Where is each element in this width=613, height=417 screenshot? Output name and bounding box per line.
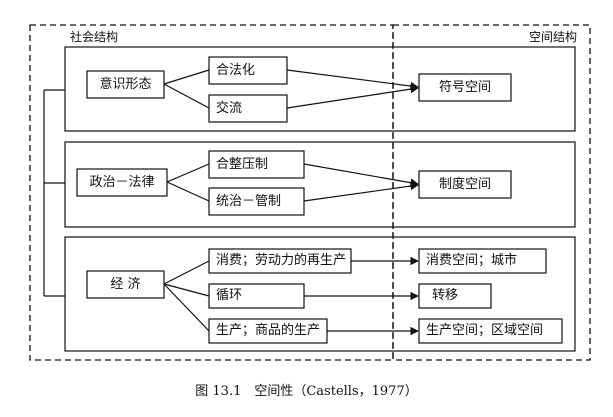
- transfer-label: 转移: [432, 288, 459, 303]
- legitimation-box: [208, 56, 288, 85]
- symbolic-space-box: [418, 73, 512, 102]
- integration-arrow: [303, 163, 419, 187]
- politics-panel: [64, 141, 576, 228]
- left-bracket: [43, 89, 65, 297]
- politics-box: [76, 168, 168, 197]
- politics-label: 政治－法律: [89, 175, 155, 190]
- consumption-space-box: [418, 248, 547, 274]
- economy-label: 经 济: [110, 277, 141, 292]
- level-connectors: [163, 69, 210, 332]
- circulation-label: 循环: [216, 288, 243, 303]
- production-box: [208, 318, 328, 344]
- symbolic-space-label: 符号空间: [438, 80, 491, 95]
- social-structure-region: [29, 24, 394, 361]
- figure-caption: 图 13.1 空间性（Castells，1977）: [195, 384, 418, 399]
- spatial-structure-region: [392, 24, 591, 361]
- legitimation-label: 合法化: [216, 63, 256, 78]
- domination-box: [208, 187, 305, 216]
- production-label: 生产；商品的生产: [216, 323, 321, 338]
- production-space-label: 生产空间；区域空间: [426, 323, 544, 338]
- production-space-box: [418, 318, 563, 344]
- integration-label: 合整压制: [216, 157, 269, 172]
- space-arrows: [286, 69, 419, 336]
- communication-label: 交流: [216, 101, 243, 116]
- integration-box: [208, 150, 305, 179]
- institutional-space-box: [418, 170, 512, 199]
- transfer-box: [418, 283, 492, 309]
- ideology-label: 意识形态: [99, 77, 152, 92]
- domination-label: 统治－管制: [216, 194, 282, 209]
- consumption-label: 消费；劳动力的再生产: [216, 253, 347, 268]
- ideology-panel: [64, 46, 576, 132]
- economy-panel: [64, 236, 576, 352]
- domination-arrow: [303, 181, 419, 202]
- social-structure-label: 社会结构: [70, 30, 119, 44]
- consumption-space-label: 消费空间；城市: [426, 253, 518, 268]
- spatial-structure-label: 空间结构: [529, 30, 578, 44]
- institutional-space-label: 制度空间: [438, 177, 491, 192]
- legitimation-arrow: [286, 69, 419, 91]
- communication-arrow: [286, 84, 419, 109]
- communication-box: [208, 94, 288, 123]
